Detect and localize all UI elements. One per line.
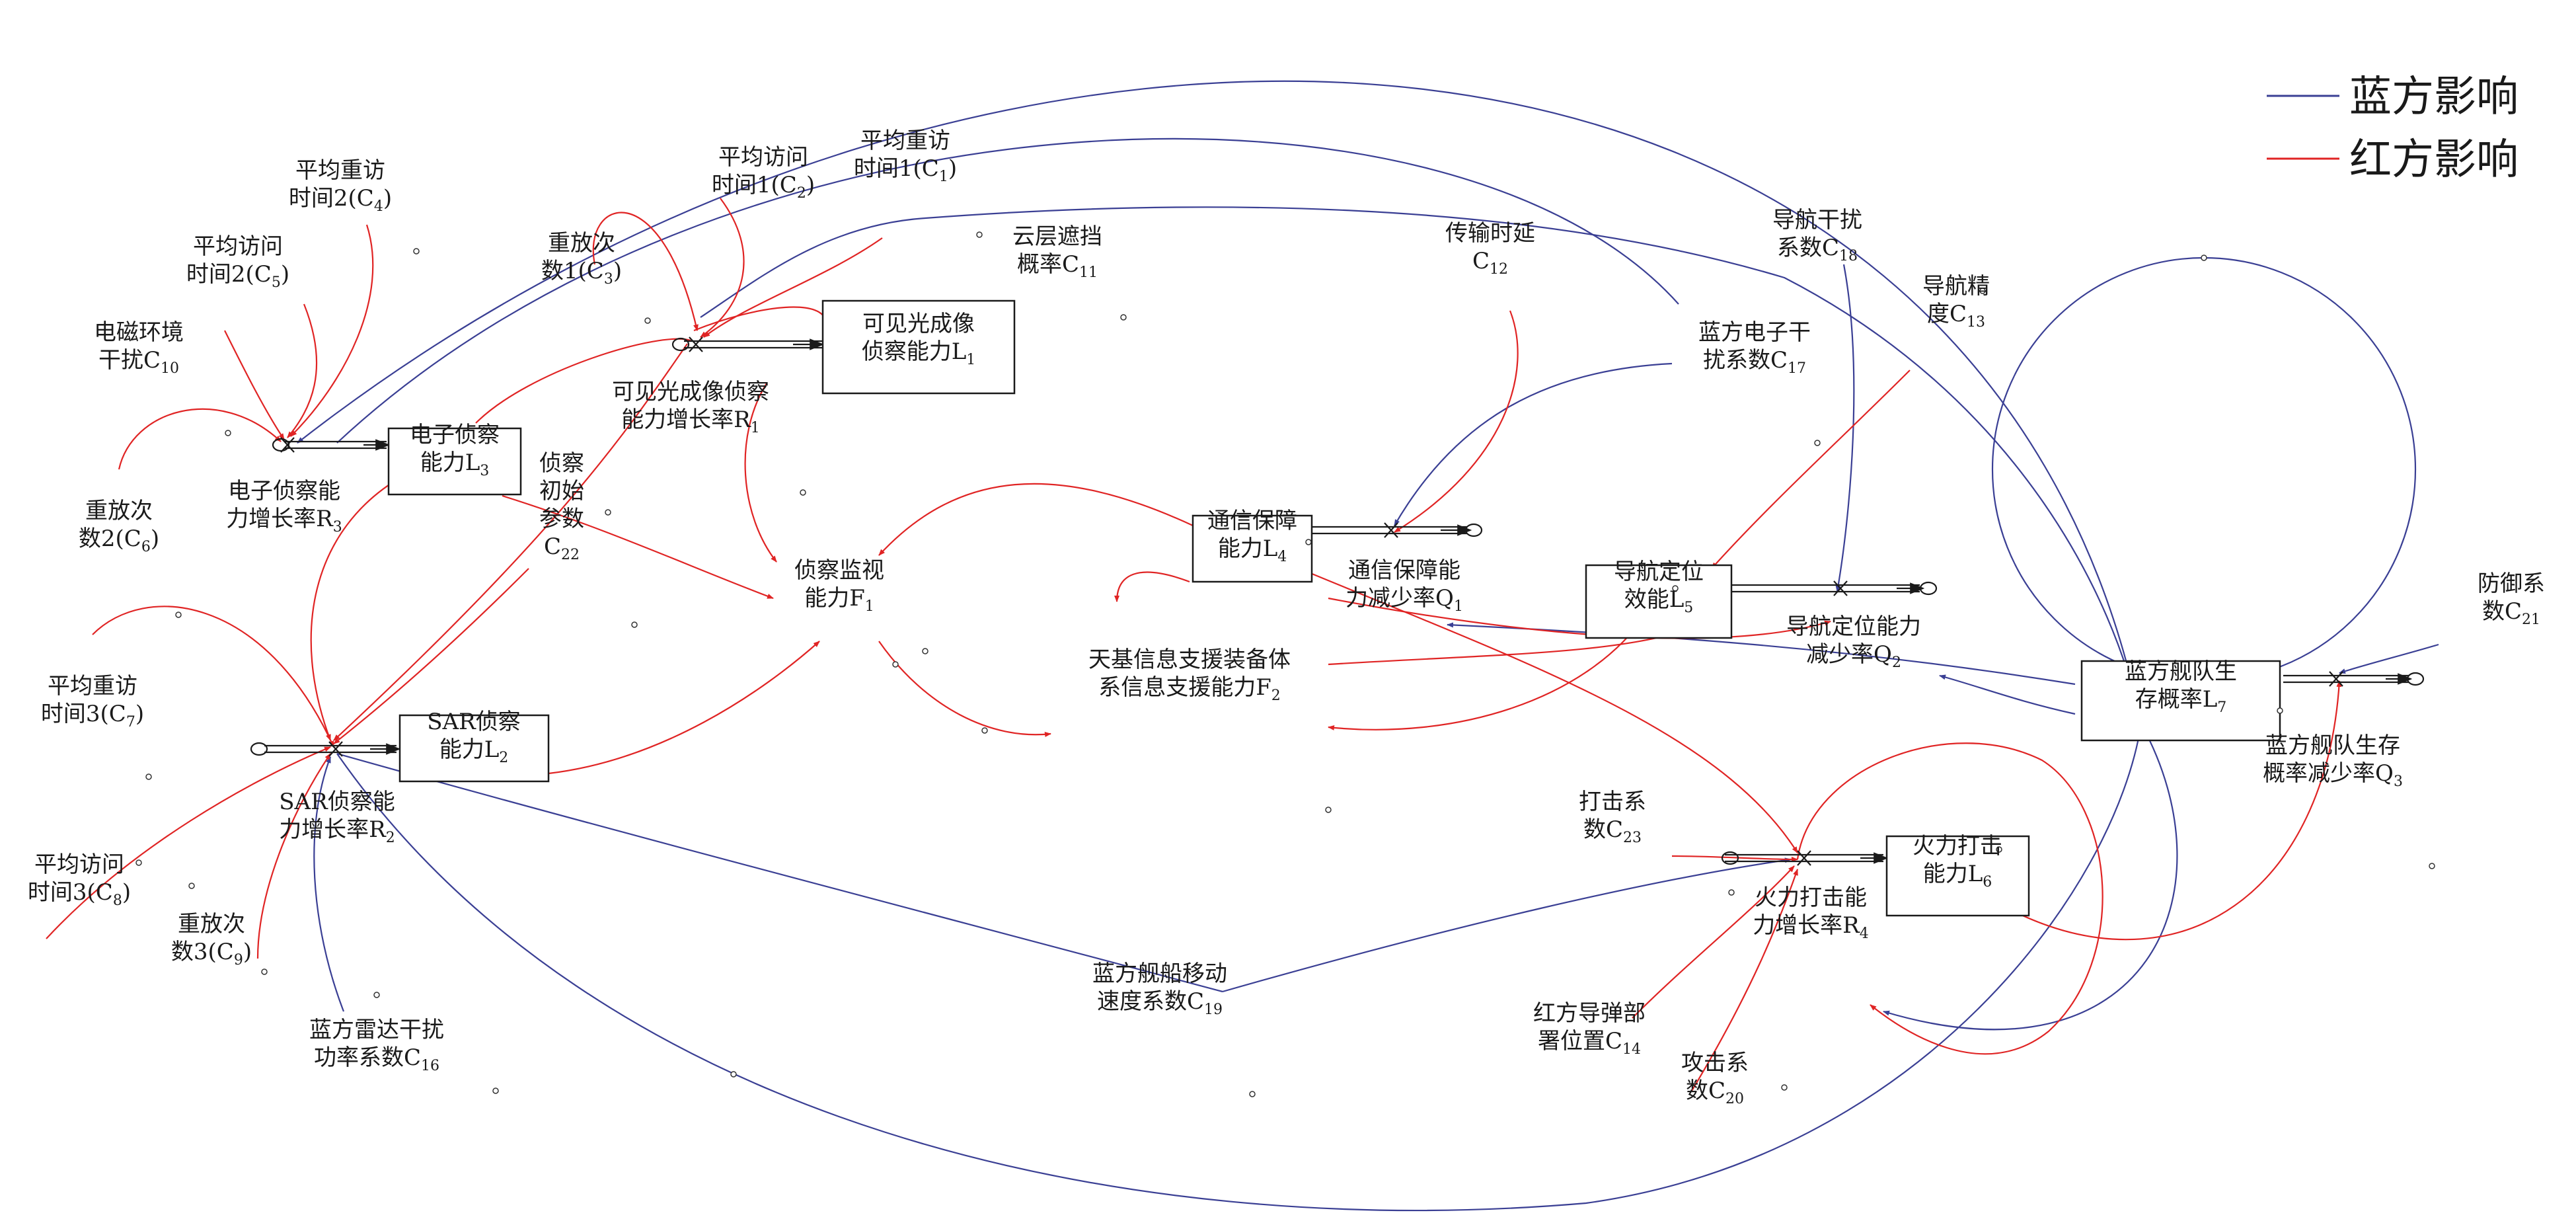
label-L5: 导航定位效能L5 (1614, 559, 1704, 616)
label-C14: 红方导弹部署位置C14 (1533, 1000, 1646, 1058)
connector-dot (1781, 1084, 1788, 1091)
stock-L5 (1585, 564, 1733, 639)
label-C7: 平均重访时间3(C7) (41, 673, 144, 730)
label-C10: 电磁环境干扰C10 (94, 319, 184, 377)
label-C13: 导航精度C13 (1922, 273, 1990, 331)
connector-dot (492, 1087, 499, 1094)
stock-L4 (1192, 514, 1313, 583)
label-R4: 火力打击能力增长率R4 (1753, 885, 1869, 942)
stocks (387, 299, 2281, 917)
connector-dot (1249, 1091, 1256, 1097)
connector-dot (1305, 539, 1312, 545)
connector-dots (135, 231, 2435, 1097)
labels: 可见光成像侦察能力L1 电子侦察能力L3 SAR侦察能力L2 通信保障能力L4 … (28, 128, 2545, 1107)
connector-dot (175, 611, 182, 618)
label-C17: 蓝方电子干扰系数C17 (1698, 319, 1811, 377)
label-Q2: 导航定位能力减少率Q2 (1786, 613, 1921, 671)
label-R1: 可见光成像侦察能力增长率R1 (612, 379, 769, 436)
connector-dot (261, 968, 268, 975)
label-C11: 云层遮挡概率C11 (1012, 223, 1102, 281)
connector-dot (1672, 585, 1679, 592)
connector-dot (1996, 846, 2002, 853)
stock-L7 (2080, 660, 2281, 742)
label-C8: 平均访问时间3(C8) (28, 851, 131, 909)
connector-dot (1979, 288, 1986, 294)
blue-influence-links (297, 80, 2439, 1212)
label-L2: SAR侦察能力L2 (427, 709, 520, 766)
connector-dot (2429, 863, 2435, 869)
connector-dot (605, 509, 611, 516)
connector-dot (1120, 314, 1127, 321)
connector-dot (730, 1071, 737, 1078)
legend-red-label: 红方影响 (2349, 136, 2519, 184)
label-C6: 重放次数2(C6) (79, 498, 159, 555)
label-C1: 平均重访时间1(C1) (854, 128, 957, 185)
connector-dot (800, 489, 806, 496)
connector-dot (2277, 707, 2283, 714)
legend-blue-label: 蓝方影响 (2349, 73, 2519, 122)
connector-dot (145, 773, 152, 780)
label-C16: 蓝方雷达干扰功率系数C16 (309, 1017, 444, 1074)
connector-dot (922, 648, 928, 654)
label-C2: 平均访问时间1(C2) (712, 144, 815, 202)
connector-dot (1325, 807, 1332, 813)
label-C21: 防御系数C21 (2478, 571, 2545, 628)
label-F2: 天基信息支援装备体系信息支援能力F2 (1088, 647, 1291, 704)
connector-dot (1728, 889, 1735, 896)
label-F1: 侦察监视能力F1 (794, 557, 884, 615)
label-C20: 攻击系数C20 (1681, 1050, 1749, 1107)
connector-dot (644, 317, 651, 324)
connector-dot (373, 992, 380, 998)
label-Q1: 通信保障能力减少率Q1 (1345, 557, 1463, 615)
label-C9: 重放次数3(C9) (171, 911, 252, 968)
stock-L6 (1885, 835, 2030, 917)
label-C5: 平均访问时间2(C5) (186, 233, 289, 291)
connector-dot (225, 430, 231, 436)
label-L1: 可见光成像侦察能力L1 (862, 311, 976, 368)
flow-pipes (250, 336, 2425, 866)
label-C23: 打击系数C23 (1579, 789, 1646, 846)
connector-dot (2201, 255, 2207, 261)
connector-dot (981, 727, 988, 734)
connector-dot (976, 231, 983, 238)
label-L6: 火力打击能力L6 (1913, 833, 2002, 890)
label-L3: 电子侦察能力L3 (410, 422, 500, 479)
connector-dot (1814, 440, 1821, 446)
label-L4: 通信保障能力L4 (1207, 508, 1297, 565)
red-influence-links (46, 198, 2342, 1091)
stock-L1 (821, 299, 1016, 395)
label-R2: SAR侦察能力增长率R2 (279, 789, 395, 846)
label-C18: 导航干扰系数C18 (1772, 207, 1862, 264)
legend: 蓝方影响 红方影响 (2267, 73, 2519, 184)
connector-dot (631, 621, 638, 628)
stock-L3 (387, 427, 522, 496)
connector-dot (892, 661, 899, 668)
label-C4: 平均重访时间2(C4) (289, 157, 392, 215)
label-Q3: 蓝方舰队生存概率减少率Q3 (2263, 732, 2403, 790)
label-C19: 蓝方舰船移动速度系数C19 (1092, 961, 1227, 1018)
connector-dot (135, 859, 142, 866)
label-C3: 重放次数1(C3) (541, 230, 622, 288)
connector-dot (413, 248, 420, 255)
label-L7: 蓝方舰队生存概率L7 (2125, 658, 2237, 716)
label-R3: 电子侦察能力增长率R3 (226, 478, 342, 535)
stock-L2 (398, 714, 550, 783)
connector-dot (188, 883, 195, 889)
